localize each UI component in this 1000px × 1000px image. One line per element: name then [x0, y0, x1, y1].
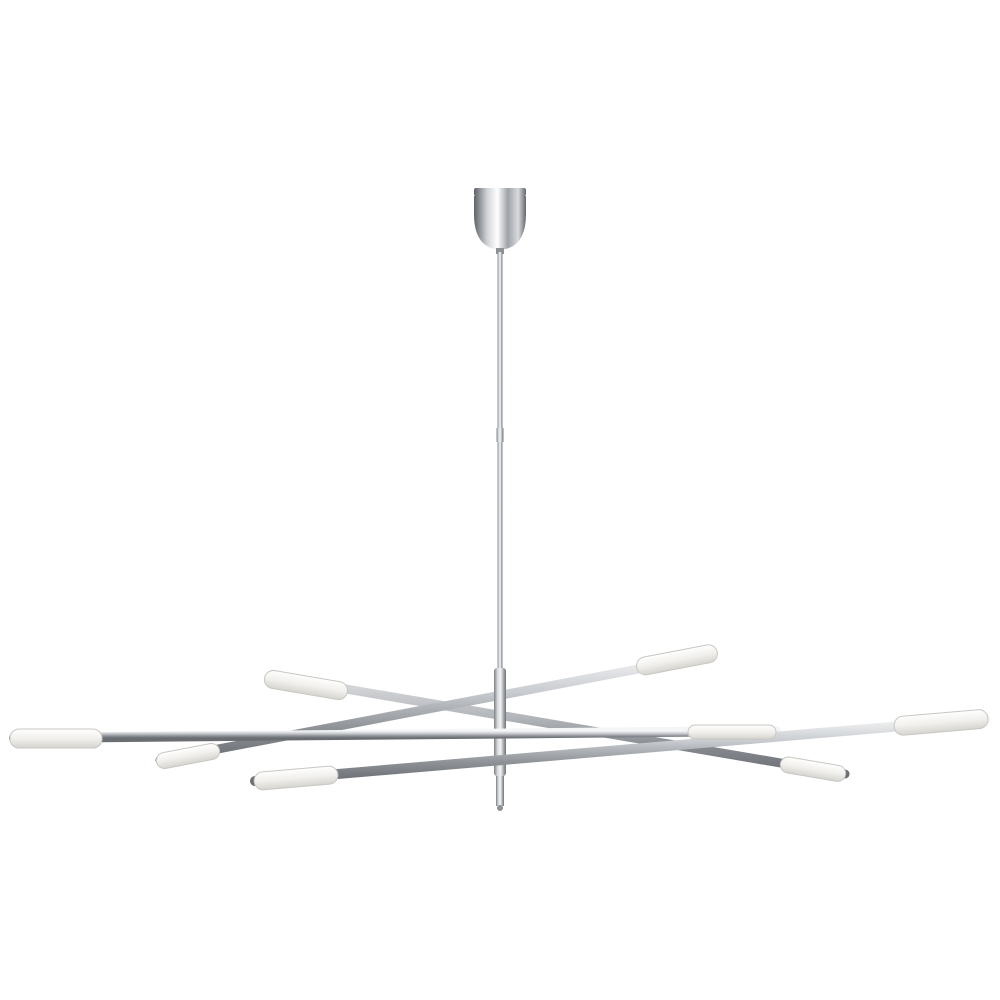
lamp-shade-center-right [687, 724, 777, 740]
ceiling-canopy [474, 188, 526, 254]
lamp-shade-front-left [253, 765, 339, 791]
hub-finial [497, 805, 503, 811]
lamp-shade-center-upper-right [636, 644, 718, 676]
downrod [496, 252, 504, 670]
lamp-shade-left-lower [155, 743, 221, 769]
central-hub [494, 668, 506, 806]
arm-back-right-upper [155, 650, 717, 765]
arm-front-right [250, 714, 990, 786]
lamp-shade-right-lower [779, 756, 847, 782]
lamp-shade-far-right [893, 709, 989, 736]
lamp-shade-left-upper [263, 669, 348, 701]
arm-long-horizontal [9, 726, 781, 743]
lamp-shade-far-left [9, 728, 103, 749]
